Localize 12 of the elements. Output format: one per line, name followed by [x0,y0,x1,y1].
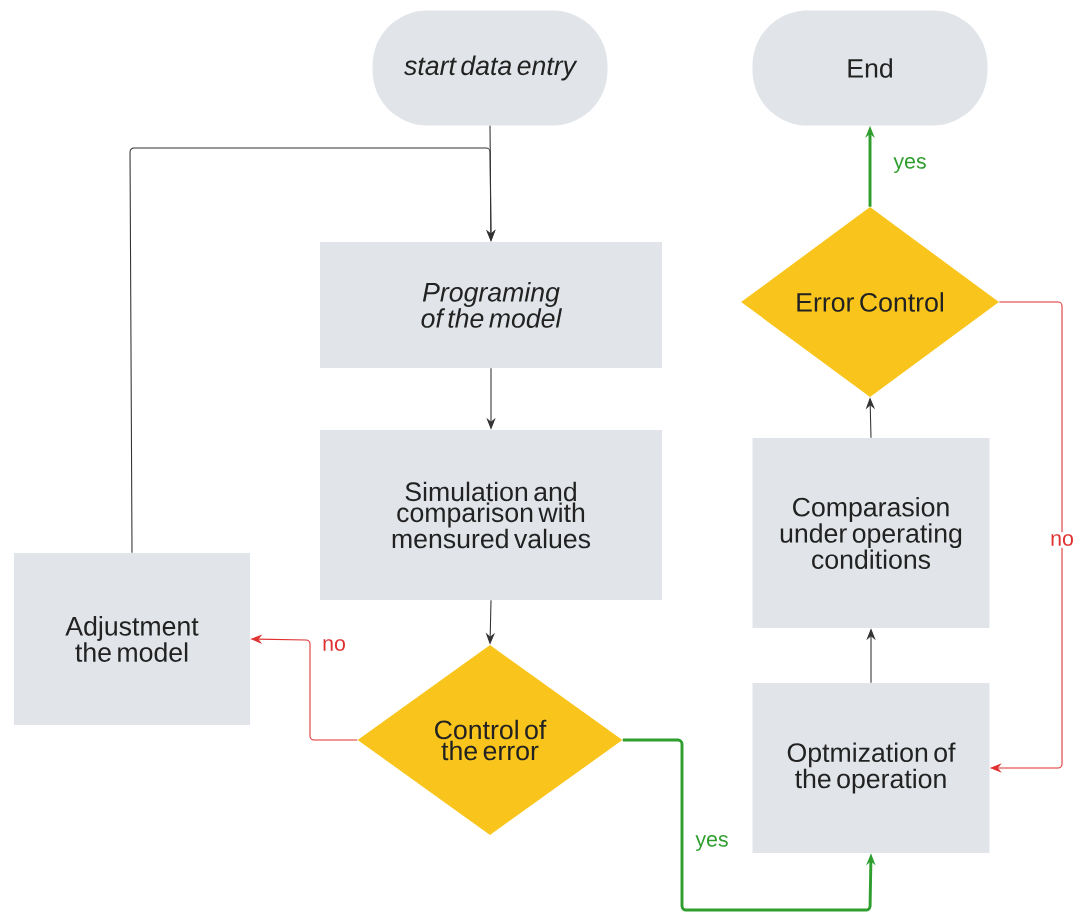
process-box: Programing of the model [320,242,662,368]
process-box: Simulation and comparison with mensured values [320,430,662,600]
process-box: Adjustment the model [14,553,250,725]
process-box: Optmization of the operation [752,683,990,853]
start-terminal: start data entry [372,10,608,126]
edge-label: yes [891,155,929,175]
edge-label: yes [693,833,731,853]
end-terminal: End [752,10,988,126]
arrow [129,147,496,554]
edge-label: no [1048,532,1076,548]
edge-label: no [320,637,348,653]
process-box: Comparasion under operating conditions [752,438,990,628]
